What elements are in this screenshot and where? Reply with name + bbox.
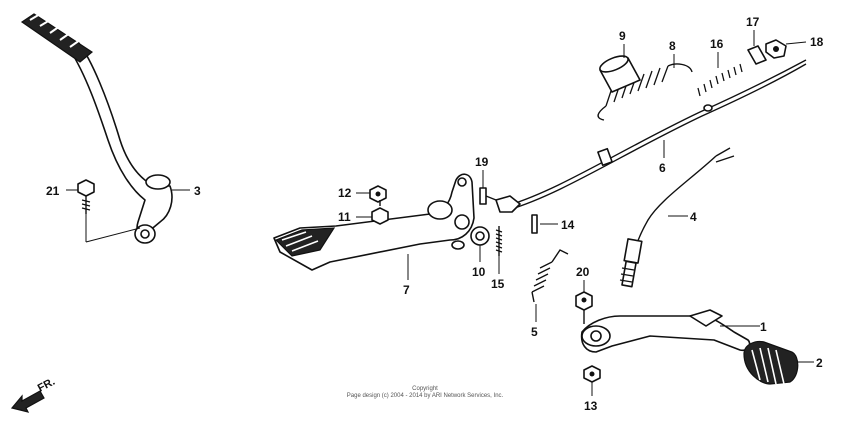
- copyright-line-2: Page design (c) 2004 - 2014 by ARI Netwo…: [346, 393, 504, 399]
- front-direction-arrow: FR.: [10, 376, 57, 413]
- callout-9: 9: [619, 29, 626, 43]
- callout-11: 11: [338, 210, 351, 224]
- kick-starter-arm[interactable]: [69, 41, 173, 244]
- cable-6[interactable]: [495, 59, 807, 213]
- copyright-notice: Copyright Page design (c) 2004 - 2014 by…: [300, 386, 550, 400]
- bolt-21[interactable]: [77, 179, 95, 214]
- stop-switch-4[interactable]: [619, 147, 735, 288]
- callout-13: 13: [584, 399, 598, 413]
- nut-18[interactable]: [765, 39, 787, 59]
- collar-17[interactable]: [747, 45, 767, 65]
- callout-1: 1: [760, 320, 767, 334]
- bolt-20[interactable]: [575, 291, 593, 324]
- callout-15: 15: [491, 277, 505, 291]
- leader-21-to-arm: [85, 227, 141, 243]
- callout-10: 10: [472, 265, 486, 279]
- seal-10[interactable]: [470, 226, 490, 246]
- callout-2: 2: [816, 356, 823, 370]
- copyright-line-1: Copyright: [412, 386, 438, 392]
- gear-shift-pedal[interactable]: [580, 309, 751, 353]
- nut-13[interactable]: [583, 365, 601, 383]
- callout-8: 8: [669, 39, 676, 53]
- pin-19[interactable]: [479, 187, 497, 205]
- sleeve-9[interactable]: [598, 53, 641, 93]
- callout-20: 20: [576, 265, 590, 279]
- kick-arm-boss: [145, 174, 171, 190]
- spring-16[interactable]: [697, 63, 743, 97]
- callout-5: 5: [531, 325, 538, 339]
- callout-7: 7: [403, 283, 410, 297]
- brake-pedal[interactable]: [273, 173, 475, 271]
- direction-label: FR.: [36, 376, 57, 395]
- callout-12: 12: [338, 186, 352, 200]
- spring-5[interactable]: [531, 249, 569, 303]
- callout-21: 21: [46, 184, 60, 198]
- callout-17: 17: [746, 15, 760, 29]
- callout-18: 18: [810, 35, 824, 49]
- callout-4: 4: [690, 210, 697, 224]
- pin-14[interactable]: [531, 214, 538, 234]
- bolt-11[interactable]: [371, 200, 389, 225]
- callout-6: 6: [659, 161, 666, 175]
- spring-15[interactable]: [495, 226, 503, 256]
- callout-19: 19: [475, 155, 489, 169]
- callout-14: 14: [561, 218, 575, 232]
- kick-starter-grip[interactable]: [20, 13, 94, 63]
- callout-16: 16: [710, 37, 724, 51]
- spring-8[interactable]: [597, 63, 693, 121]
- nut-12[interactable]: [369, 185, 387, 203]
- leader-18: [785, 41, 807, 45]
- shift-pedal-rubber[interactable]: [743, 340, 799, 385]
- callout-3: 3: [194, 184, 201, 198]
